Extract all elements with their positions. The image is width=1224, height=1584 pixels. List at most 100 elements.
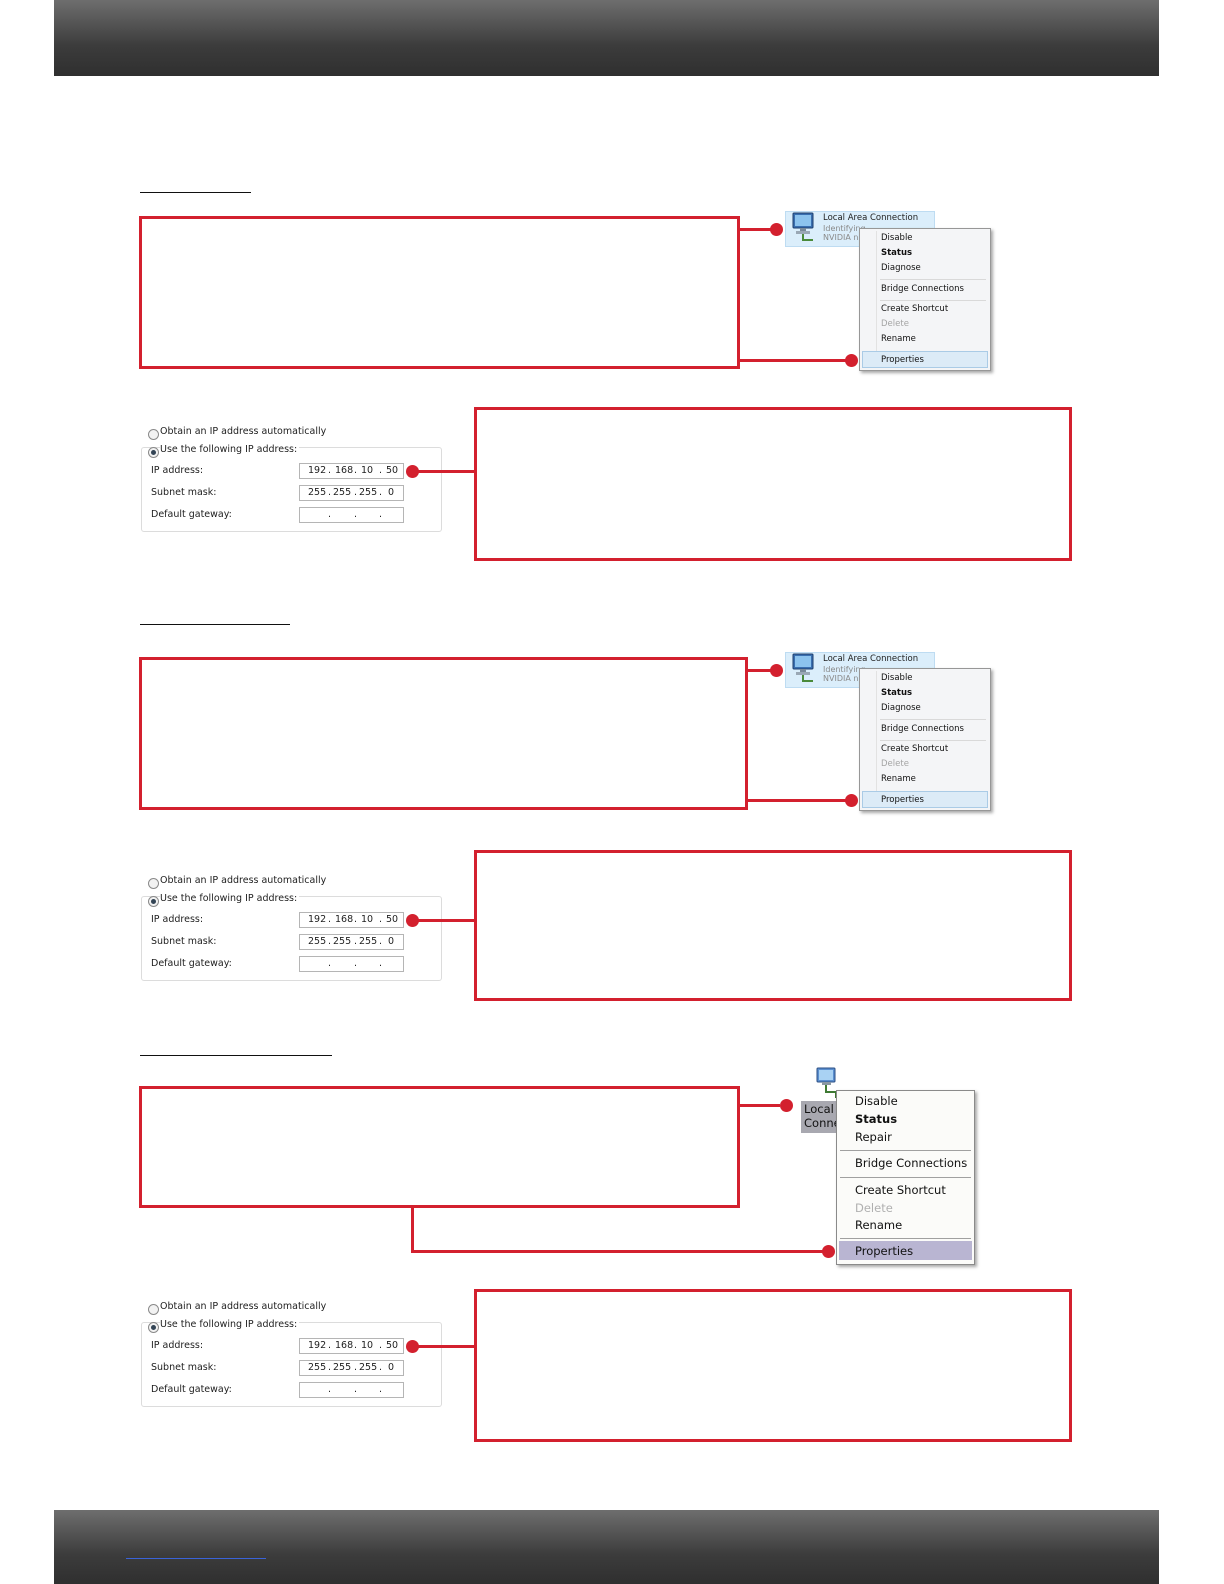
default-gateway-label: Default gateway:	[151, 509, 232, 520]
callout-connector	[740, 359, 852, 362]
section-heading-underline	[140, 624, 290, 625]
ip-address-input[interactable]: 192.168.10.50	[299, 1338, 404, 1354]
use-following-label: Use the following IP address:	[160, 1319, 300, 1330]
callout-connector	[748, 669, 776, 672]
callout-connector	[748, 799, 852, 802]
radio-obtain-auto[interactable]	[148, 429, 159, 440]
ip-address-label: IP address:	[151, 1340, 204, 1351]
use-following-label: Use the following IP address:	[160, 893, 300, 904]
ip-settings-panel: Obtain an IP address automatically Use t…	[141, 1301, 443, 1409]
menu-highlight	[862, 351, 988, 368]
connection-status: Identifying...	[823, 224, 874, 233]
menu-item-create-shortcut[interactable]: Create Shortcut	[881, 304, 949, 314]
footer-link-underline[interactable]	[126, 1558, 266, 1559]
subnet-mask-input[interactable]: 255.255.255.0	[299, 1360, 404, 1376]
network-computer-icon	[789, 651, 819, 689]
instruction-callout-box	[474, 407, 1072, 561]
connection-name: Local Area Connection	[823, 213, 919, 223]
menu-item-delete: Delete	[881, 319, 909, 329]
callout-dot	[780, 1099, 793, 1112]
menu-item-diagnose[interactable]: Diagnose	[881, 703, 921, 713]
default-gateway-input[interactable]: ...	[299, 507, 404, 523]
header-bar	[54, 0, 1159, 76]
menu-item-disable[interactable]: Disable	[881, 233, 913, 243]
instruction-callout-box	[139, 657, 748, 810]
connection-name: Local Area Connection	[823, 654, 919, 664]
subnet-mask-label: Subnet mask:	[151, 936, 217, 947]
network-computer-icon	[789, 210, 819, 248]
menu-item-properties[interactable]: Properties	[881, 355, 924, 365]
callout-connector	[412, 919, 475, 922]
instruction-callout-box	[474, 1289, 1072, 1442]
default-gateway-input[interactable]: ...	[299, 1382, 404, 1398]
obtain-auto-label: Obtain an IP address automatically	[160, 875, 329, 886]
menu-item-repair[interactable]: Repair	[855, 1130, 892, 1144]
default-gateway-label: Default gateway:	[151, 958, 232, 969]
menu-item-properties[interactable]: Properties	[881, 795, 924, 805]
menu-item-delete: Delete	[855, 1201, 893, 1215]
ip-address-input[interactable]: 192.168.10.50	[299, 912, 404, 928]
default-gateway-input[interactable]: ...	[299, 956, 404, 972]
local-area-connection-item[interactable]: Local Area Connection	[801, 1101, 841, 1133]
ip-settings-panel: Obtain an IP address automatically Use t…	[141, 426, 443, 534]
section-heading-underline	[140, 192, 251, 193]
subnet-mask-label: Subnet mask:	[151, 487, 217, 498]
radio-obtain-auto[interactable]	[148, 878, 159, 889]
subnet-mask-label: Subnet mask:	[151, 1362, 217, 1373]
instruction-callout-box	[139, 216, 740, 369]
callout-connector	[412, 470, 475, 473]
ip-address-label: IP address:	[151, 914, 204, 925]
radio-use-following[interactable]	[148, 1322, 159, 1333]
radio-use-following[interactable]	[148, 896, 159, 907]
menu-item-create-shortcut[interactable]: Create Shortcut	[881, 744, 949, 754]
default-gateway-label: Default gateway:	[151, 1384, 232, 1395]
callout-dot	[845, 354, 858, 367]
footer-bar	[54, 1510, 1159, 1584]
instruction-callout-box	[474, 850, 1072, 1001]
callout-connector	[411, 1250, 828, 1253]
callout-dot	[770, 223, 783, 236]
network-connection-icon	[814, 1066, 842, 1104]
menu-item-rename[interactable]: Rename	[855, 1218, 903, 1232]
menu-item-create-shortcut[interactable]: Create Shortcut	[855, 1183, 946, 1197]
ip-settings-panel: Obtain an IP address automatically Use t…	[141, 875, 443, 983]
menu-item-rename[interactable]: Rename	[881, 774, 916, 784]
menu-highlight	[839, 1241, 972, 1260]
callout-dot	[845, 794, 858, 807]
menu-item-disable[interactable]: Disable	[855, 1094, 898, 1108]
menu-item-bridge-connections[interactable]: Bridge Connections	[881, 284, 964, 294]
menu-item-disable[interactable]: Disable	[881, 673, 913, 683]
radio-use-following[interactable]	[148, 447, 159, 458]
callout-dot	[822, 1245, 835, 1258]
connection-device: NVIDIA nForce	[823, 674, 881, 683]
menu-item-delete: Delete	[881, 759, 909, 769]
section-heading-underline	[140, 1055, 332, 1056]
obtain-auto-label: Obtain an IP address automatically	[160, 1301, 329, 1312]
instruction-callout-box	[139, 1086, 740, 1208]
context-menu: Disable Status Diagnose Bridge Connectio…	[859, 668, 991, 811]
menu-item-bridge-connections[interactable]: Bridge Connections	[881, 724, 964, 734]
radio-obtain-auto[interactable]	[148, 1304, 159, 1315]
connection-status: Identifying...	[823, 665, 874, 674]
subnet-mask-input[interactable]: 255.255.255.0	[299, 934, 404, 950]
menu-item-rename[interactable]: Rename	[881, 334, 916, 344]
menu-item-diagnose[interactable]: Diagnose	[881, 263, 921, 273]
callout-connector	[412, 1345, 475, 1348]
callout-connector	[740, 1104, 780, 1107]
connection-label-line2: Connection	[804, 1116, 841, 1130]
menu-item-bridge-connections[interactable]: Bridge Connections	[855, 1156, 968, 1170]
callout-dot	[770, 664, 783, 677]
connection-device: NVIDIA nForce	[823, 233, 881, 242]
context-menu: Disable Status Repair Bridge Connections…	[836, 1090, 975, 1265]
ip-address-label: IP address:	[151, 465, 204, 476]
menu-item-properties[interactable]: Properties	[855, 1244, 914, 1258]
subnet-mask-input[interactable]: 255.255.255.0	[299, 485, 404, 501]
callout-connector	[411, 1208, 414, 1253]
menu-item-status[interactable]: Status	[855, 1112, 898, 1126]
menu-item-status[interactable]: Status	[881, 248, 913, 258]
menu-item-status[interactable]: Status	[881, 688, 913, 698]
menu-highlight	[862, 791, 988, 808]
ip-address-input[interactable]: 192.168.10.50	[299, 463, 404, 479]
use-following-label: Use the following IP address:	[160, 444, 300, 455]
connection-label-line1: Local Area	[804, 1102, 841, 1116]
